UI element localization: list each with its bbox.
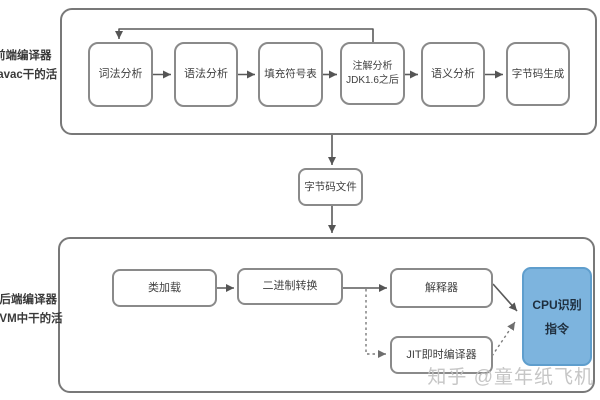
node-label-line2: 指令 bbox=[544, 321, 569, 336]
node-label: 语义分析 bbox=[431, 68, 475, 81]
node-semantic-analysis: 语义分析 bbox=[421, 42, 485, 107]
node-label: 词法分析 bbox=[98, 68, 143, 81]
backend-compiler-label: 后端编译器 JVM中干的活 bbox=[0, 291, 63, 329]
backend-compiler-container bbox=[58, 237, 595, 393]
node-binary-conversion: 二进制转换 bbox=[237, 268, 343, 305]
frontend-label-line1: 前端编译器 bbox=[0, 50, 52, 62]
node-label: 类加载 bbox=[148, 281, 181, 294]
node-label: 字节码生成 bbox=[511, 67, 565, 80]
zhihu-watermark: 知乎 @童年纸飞机 bbox=[427, 367, 594, 388]
node-label: 二进制转换 bbox=[262, 280, 318, 293]
node-label: JIT即时编译器 bbox=[406, 348, 477, 361]
node-bytecode-file: 字节码文件 bbox=[298, 168, 363, 206]
frontend-compiler-label: 前端编译器 javac干的活 bbox=[0, 47, 58, 85]
frontend-compiler-container bbox=[60, 8, 597, 135]
backend-label-line2: JVM中干的活 bbox=[0, 313, 63, 325]
node-jit-compiler: JIT即时编译器 bbox=[390, 336, 493, 374]
backend-label-line1: 后端编译器 bbox=[0, 294, 57, 306]
node-bytecode-generation: 字节码生成 bbox=[506, 42, 570, 106]
node-class-loading: 类加载 bbox=[112, 269, 217, 307]
node-label: 解释器 bbox=[425, 281, 458, 294]
node-annotation-analysis: 注解分析 JDK1.6之后 bbox=[340, 42, 405, 105]
node-label-line1: CPU识别 bbox=[532, 297, 582, 312]
node-label: 填充符号表 bbox=[264, 68, 317, 81]
node-label: 字节码文件 bbox=[304, 180, 357, 193]
frontend-label-line2: javac干的活 bbox=[0, 69, 58, 81]
node-label-line2: JDK1.6之后 bbox=[346, 74, 399, 86]
node-interpreter: 解释器 bbox=[390, 268, 493, 308]
node-cpu-instructions: CPU识别 指令 bbox=[522, 267, 592, 366]
node-lexical-analysis: 词法分析 bbox=[88, 42, 153, 107]
node-syntax-analysis: 语法分析 bbox=[174, 42, 238, 107]
node-fill-symbol-table: 填充符号表 bbox=[258, 42, 323, 107]
node-label-line1: 注解分析 bbox=[352, 61, 393, 72]
node-label: 语法分析 bbox=[184, 68, 228, 81]
